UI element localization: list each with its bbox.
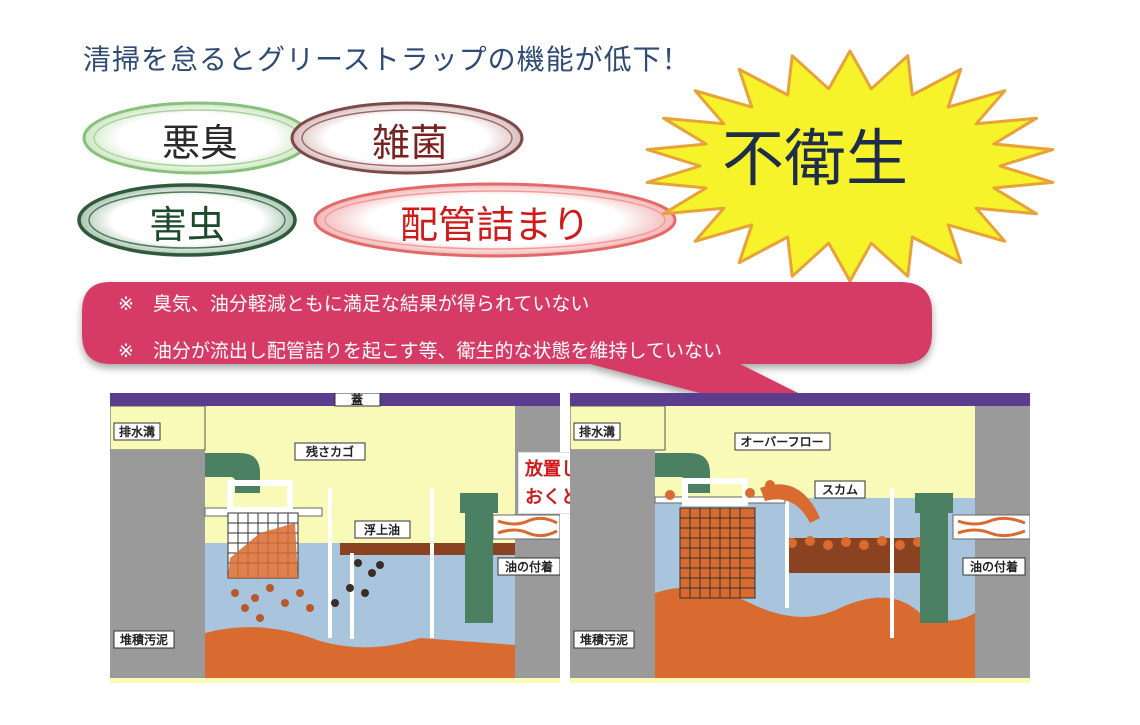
diagram-before: 蓋 排水溝 残さカゴ 浮上油 油の付着 堆積汚泥 [110, 393, 560, 683]
starburst [645, 49, 1055, 283]
lid-label: 蓋 [351, 393, 363, 407]
diagram-after: 排水溝 オーバーフロー スカム 油の付着 堆積汚泥 [570, 393, 1030, 683]
speech-bubble [82, 282, 932, 448]
sludge-label-right: 堆積汚泥 [580, 632, 628, 647]
pests-ellipse [77, 183, 297, 257]
residue-basket [227, 512, 299, 579]
outlet-pipe [465, 498, 493, 623]
overflow-label: オーバーフロー [740, 435, 823, 449]
scum-label: スカム [822, 483, 858, 497]
drain-label-left: 排水溝 [119, 424, 155, 439]
sludge [205, 627, 515, 678]
bacteria-ellipse [290, 101, 524, 175]
clog-label: 配管詰まり [399, 203, 590, 247]
clog-ellipse [313, 182, 677, 258]
unsanitary-label: 不衛生 [722, 122, 909, 195]
basket-label: 残さカゴ [306, 444, 354, 459]
oil-adhesion-label-right: 油の付着 [970, 559, 1018, 574]
note-2: ※ 油分が流出し配管詰りを起こす等、衛生的な状態を維持していない [118, 340, 722, 362]
problem-ellipses [77, 101, 677, 258]
oil-adhesion-label-left: 油の付着 [505, 559, 553, 574]
drain-label-right: 排水溝 [579, 424, 615, 439]
right-wall [515, 406, 560, 678]
pests-label: 害虫 [148, 203, 225, 247]
floating-oil-label: 浮上油 [364, 522, 400, 537]
headline: 清掃を怠るとグリーストラップの機能が低下！ [83, 43, 691, 76]
sludge-label-left: 堆積汚泥 [120, 632, 168, 647]
bacteria-label: 雑菌 [371, 121, 448, 165]
odor-label: 悪臭 [161, 121, 238, 165]
note-1: ※ 臭気、油分軽減ともに満足な結果が得られていない [118, 293, 590, 315]
